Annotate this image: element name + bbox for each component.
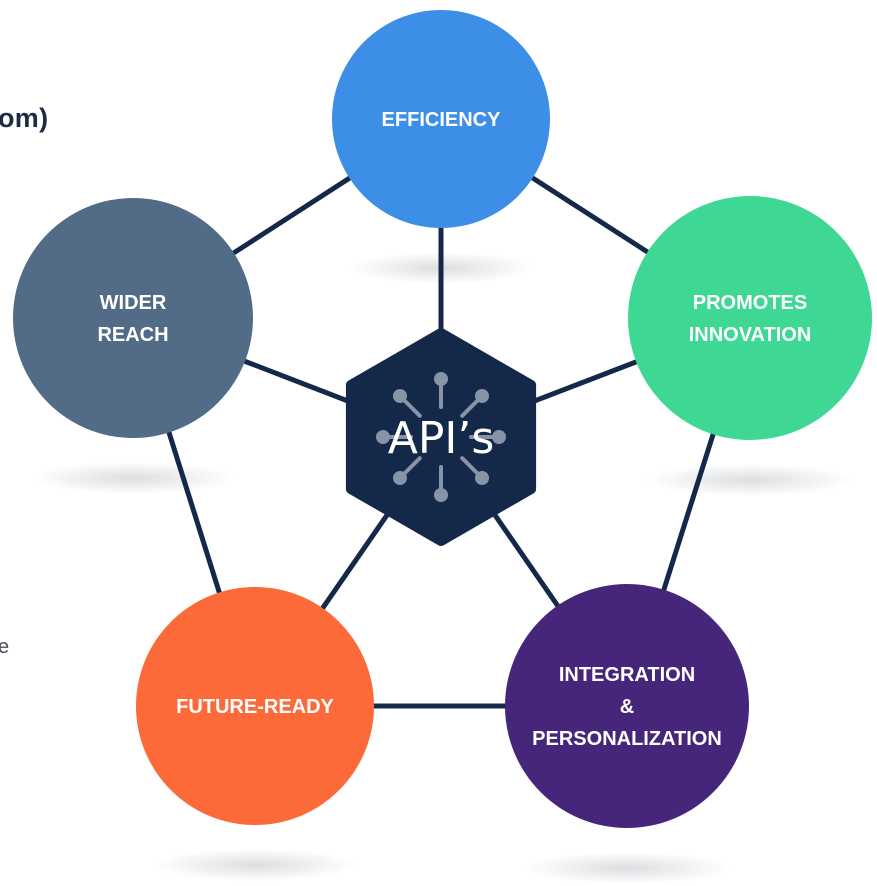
node-promotes-innovation: PROMOTES INNOVATION: [628, 196, 872, 440]
icon-dot: [475, 471, 490, 486]
hub-label: API’s: [388, 413, 495, 464]
node-integration-personalization: INTEGRATION & PERSONALIZATION: [505, 584, 749, 828]
network-nodes-icon: [376, 372, 506, 502]
integration-personalization-label: &: [620, 696, 634, 718]
icon-dot: [475, 388, 490, 403]
api-hub: API’s: [345, 328, 537, 546]
icon-dot: [376, 430, 390, 444]
node-efficiency: EFFICIENCY: [332, 10, 550, 228]
efficiency-label: EFFICIENCY: [382, 109, 502, 131]
wider-reach-circle: [13, 198, 253, 438]
node-wider-reach: WIDER REACH: [13, 198, 253, 438]
icon-dot: [434, 488, 448, 502]
icon-dot: [434, 372, 448, 386]
icon-dot: [492, 430, 506, 444]
wider-reach-label: WIDER: [100, 292, 167, 314]
integration-personalization-shadow: [523, 852, 731, 884]
integration-personalization-circle: [505, 584, 749, 828]
promotes-innovation-circle: [628, 196, 872, 440]
future-ready-shadow: [153, 849, 357, 881]
integration-personalization-label: INTEGRATION: [559, 664, 695, 686]
promotes-innovation-label: INNOVATION: [689, 324, 812, 346]
icon-dot: [392, 471, 407, 486]
efficiency-circle: [332, 10, 550, 228]
promotes-innovation-label: PROMOTES: [693, 292, 807, 314]
wider-reach-shadow: [31, 462, 235, 494]
node-future-ready: FUTURE-READY: [136, 587, 374, 825]
promotes-innovation-shadow: [646, 464, 854, 496]
benefit-nodes: EFFICIENCY PROMOTES INNOVATION INTEGRATION &…: [13, 10, 872, 828]
icon-dot: [392, 388, 407, 403]
future-ready-label: FUTURE-READY: [176, 696, 334, 718]
partial-heading-text: om): [0, 103, 49, 133]
hub-hexagon: [345, 328, 537, 546]
wider-reach-label: REACH: [97, 324, 168, 346]
integration-personalization-label: PERSONALIZATION: [532, 728, 722, 750]
partial-body-text: e: [0, 636, 10, 658]
future-ready-circle: [136, 587, 374, 825]
